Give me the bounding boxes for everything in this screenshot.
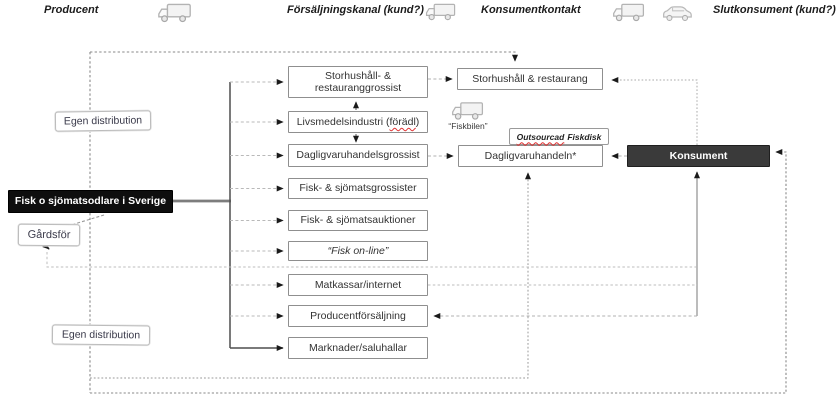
own-distribution-to-dagligvaruhandeln [90,172,531,379]
car-icon [663,6,692,21]
header-forsaljningskanal: Försäljningskanal (kund?) [287,4,424,16]
delivery-truck-icon [158,3,191,23]
channel-marknader: Marknader/saluhallar [288,337,428,359]
channel-producentforsaljning: Producentförsäljning [288,305,428,327]
egen-distribution-label-top: Egen distribution [54,110,152,132]
fiskbilen-label: “Fiskbilen” [448,121,488,131]
channel-livsmedelsindustri-prefix: Livsmedelsindustri ( [296,115,390,128]
channel-dagligvaruhandelsgrossist: Dagligvaruhandelsgrossist [288,144,428,167]
delivery-truck-icon [452,102,484,120]
own-distribution-to-storhushall [90,51,518,62]
channel-sjomatsgrossister: Fisk- & sjömatsgrossister [288,178,428,199]
producer-to-gardsfor [70,214,105,226]
delivery-truck-icon [613,3,645,22]
channel-matkassar: Matkassar/internet [288,274,428,296]
channel-livsmedelsindustri: Livsmedelsindustri (förädl) [288,111,428,133]
channel-livsmedelsindustri-suffix: ) [415,115,420,128]
header-konsumentkontakt: Konsumentkontakt [481,4,581,16]
egen-distribution-label-bottom: Egen distribution [51,324,151,346]
producer-box: Fisk o sjömatsodlare i Sverige [8,190,173,213]
own-distribution-to-konsument [90,149,787,394]
header-slutkonsument: Slutkonsument (kund?) [713,4,836,16]
channel-sjomatsauktioner: Fisk- & sjömatsauktioner [288,210,428,231]
channel-storhushallsgrossist: Storhushåll- & restauranggrossist [288,66,428,98]
delivery-truck-icon [425,3,456,21]
gardsfor-route [46,252,697,268]
outsourcad-word: Outsourcad [516,131,565,142]
konsument-box: Konsument [627,145,770,167]
channel-fisk-online: “Fisk on-line” [288,241,428,261]
storhushall-restaurang-box: Storhushåll & restaurang [457,68,603,90]
outsourcad-fiskdisk-box: Outsourcad Fiskdisk [509,128,609,145]
fiskdisk-word: Fiskdisk [567,131,602,142]
channel-livsmedelsindustri-misspelled: förädl [389,115,416,128]
konsument-to-storhushall [611,77,698,145]
header-producent: Producent [44,4,99,16]
gardsfor-box: Gårdsför [17,223,81,247]
dagligvaruhandeln-box: Dagligvaruhandeln* [458,145,603,167]
